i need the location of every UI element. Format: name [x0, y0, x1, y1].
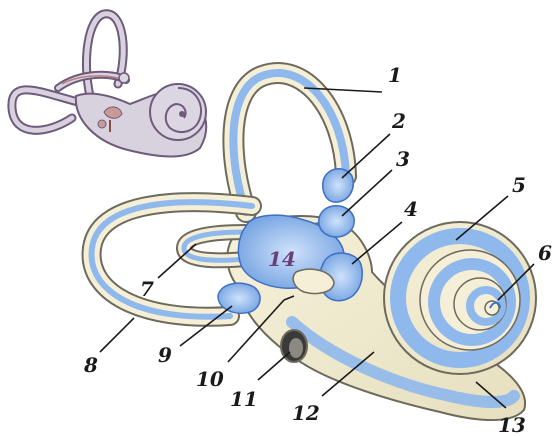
- label-10: 10: [196, 367, 224, 391]
- label-7: 7: [140, 277, 154, 301]
- label-8: 8: [83, 353, 98, 377]
- label-14: 14: [268, 247, 296, 271]
- label-9: 9: [158, 343, 172, 367]
- label-1: 1: [388, 63, 402, 87]
- label-3: 3: [396, 147, 410, 171]
- label-4: 4: [404, 197, 418, 221]
- label-6: 6: [538, 241, 552, 265]
- label-12: 12: [292, 401, 320, 425]
- ampulla-posterior: [218, 283, 260, 313]
- ampulla-superior: [323, 169, 353, 202]
- inset-labyrinth: [12, 14, 206, 157]
- leader-11: [258, 352, 290, 380]
- label-5: 5: [512, 173, 526, 197]
- label-2: 2: [391, 109, 406, 133]
- leader-8: [100, 318, 134, 352]
- label-11: 11: [230, 387, 258, 411]
- cochlea-spiral: [384, 222, 536, 374]
- label-13: 13: [498, 413, 526, 436]
